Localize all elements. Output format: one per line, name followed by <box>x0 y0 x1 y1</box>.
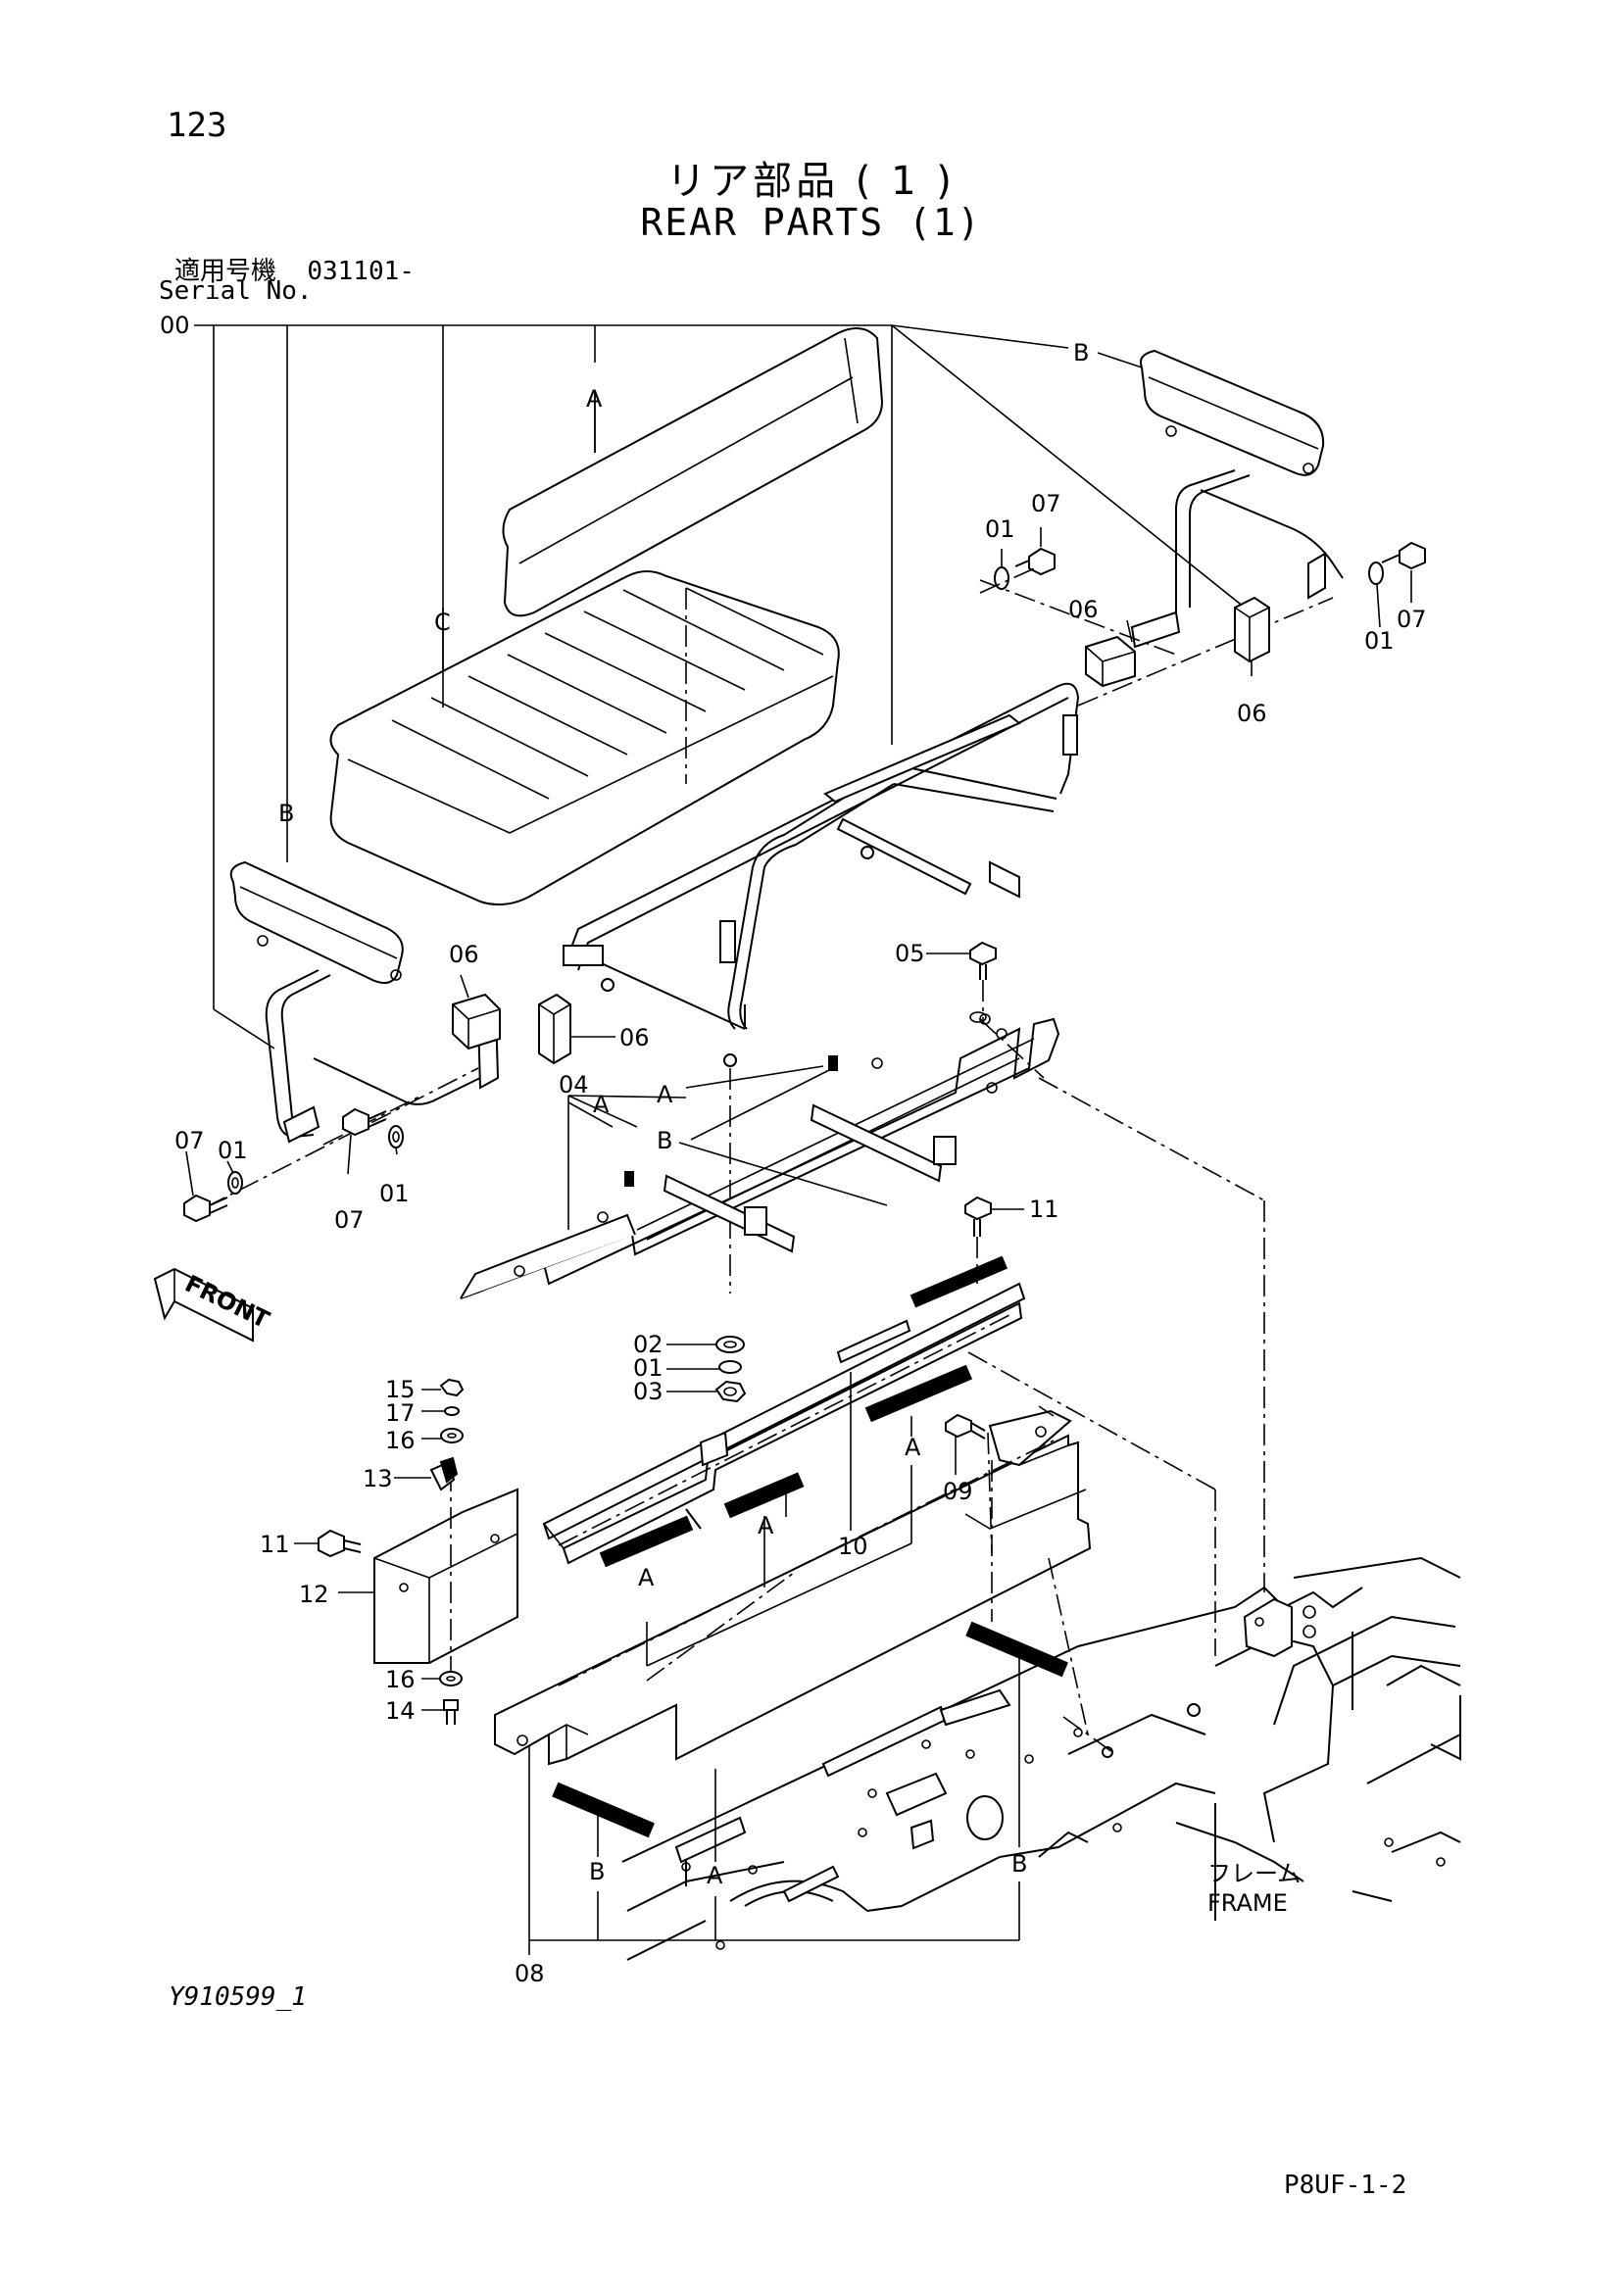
reference-letters: A B C B A A B A A A B A B <box>278 339 1089 1889</box>
serial-applicability: 適用号機 031101- <box>174 251 415 287</box>
callout-14: 14 <box>385 1697 416 1725</box>
rubber-block-right-b <box>1234 596 1270 663</box>
bolt-left-outer <box>183 1194 228 1223</box>
backrest-cushion <box>502 327 884 617</box>
callout-03: 03 <box>633 1378 664 1405</box>
screw-14 <box>443 1699 459 1725</box>
ref-letter-b: B <box>278 800 294 827</box>
callout-06-left-b: 06 <box>619 1024 650 1051</box>
rubber-block-right-a <box>1085 635 1136 688</box>
callout-01-right-inner: 01 <box>985 515 1015 543</box>
callout-01-left-inner: 01 <box>379 1180 410 1207</box>
frame-label-ja: フレーム <box>1207 1860 1301 1887</box>
ref-letter-a: A <box>593 1091 610 1118</box>
bracket-10 <box>542 1255 1026 1568</box>
nut-03 <box>714 1380 747 1403</box>
armrest-right <box>979 349 1344 707</box>
mounting-plate <box>460 1011 1060 1299</box>
callout-11-upper: 11 <box>1029 1196 1059 1223</box>
callout-09: 09 <box>943 1478 973 1505</box>
callout-leaders <box>185 352 1412 1955</box>
ref-letter-b: B <box>1073 339 1089 366</box>
page-code: P8UF-1-2 <box>1284 2171 1407 2200</box>
machine-frame <box>621 1405 1461 1961</box>
callout-02: 02 <box>633 1331 664 1358</box>
controller-box-12 <box>373 1470 518 1671</box>
callout-15: 15 <box>385 1376 416 1403</box>
bolt-09 <box>945 1413 986 1440</box>
bolt-right-outer <box>1381 541 1426 570</box>
rubber-block-left-b <box>538 993 571 1065</box>
callout-07-right-outer: 07 <box>1397 606 1427 633</box>
callout-07-left-inner: 07 <box>334 1206 365 1234</box>
title-english: REAR PARTS (1) <box>640 201 982 244</box>
callout-06-right-a: 06 <box>1068 596 1099 623</box>
callout-06-left-a: 06 <box>449 941 479 968</box>
ref-letter-a: A <box>758 1512 774 1539</box>
washer-right-inner <box>994 566 1009 590</box>
nut-15 <box>439 1378 465 1397</box>
washer-17 <box>444 1406 460 1416</box>
callout-05: 05 <box>895 940 925 967</box>
callout-11-lower: 11 <box>260 1531 290 1558</box>
washer-left-inner <box>388 1125 404 1148</box>
callout-08: 08 <box>515 1960 545 1987</box>
washer-right-outer <box>1368 562 1384 585</box>
callout-16-lower: 16 <box>385 1666 416 1693</box>
callout-01-left-outer: 01 <box>218 1137 248 1164</box>
clip-13 <box>429 1456 459 1491</box>
serial-label-en: Serial No. <box>159 276 313 306</box>
ref-letter-b: B <box>1011 1850 1027 1878</box>
ref-letter-a: A <box>657 1081 673 1108</box>
ref-letter-a: A <box>638 1564 655 1591</box>
bolt-11-lower <box>318 1529 362 1558</box>
lock-washer-01 <box>718 1360 742 1374</box>
callout-04: 04 <box>559 1071 589 1099</box>
frame-label-en: FRAME <box>1207 1889 1288 1917</box>
serial-label-ja: 適用号機 <box>174 257 277 286</box>
front-arrow-icon: FRONT <box>153 1267 274 1343</box>
tray-08 <box>494 1409 1092 1838</box>
seat-cushion <box>329 570 840 906</box>
callout-07-right-inner: 07 <box>1031 490 1061 517</box>
callout-01-right-outer: 01 <box>1364 627 1395 655</box>
ref-letter-b: B <box>589 1858 605 1885</box>
washer-02 <box>715 1336 745 1353</box>
bolt-05 <box>969 941 997 1024</box>
washer-16-lower <box>439 1671 463 1686</box>
ref-letter-a: A <box>586 385 603 413</box>
callout-16-upper: 16 <box>385 1427 416 1454</box>
page-number: 123 <box>167 106 227 145</box>
ref-letter-c: C <box>434 609 451 636</box>
ref-letter-a: A <box>905 1434 921 1461</box>
title-japanese: リア部品 ( 1 ) <box>666 159 956 204</box>
serial-range: 031101- <box>307 257 415 286</box>
callout-00: 00 <box>160 312 190 339</box>
washer-16-upper <box>440 1428 464 1443</box>
callout-07-left-outer: 07 <box>174 1127 205 1154</box>
rubber-block-left-a <box>452 993 501 1050</box>
callout-13: 13 <box>363 1465 393 1492</box>
callout-12: 12 <box>299 1581 329 1608</box>
ref-letter-a: A <box>707 1862 723 1889</box>
bolt-left-inner <box>342 1107 387 1137</box>
seat-frame <box>563 682 1080 1294</box>
washer-left-outer <box>227 1171 243 1195</box>
callout-labels: 00 01 07 06 06 01 07 06 06 05 01 07 07 0… <box>160 312 1427 1987</box>
callout-10: 10 <box>838 1533 868 1560</box>
routing-leaders <box>967 1018 1265 1753</box>
callout-06-right-b: 06 <box>1237 700 1267 727</box>
callout-01-center: 01 <box>633 1354 664 1382</box>
bolt-right-inner <box>1014 547 1056 576</box>
drawing-id: Y910599_1 <box>169 1982 307 2012</box>
frame-label: フレーム FRAME <box>1207 1860 1301 1917</box>
ref-letter-b: B <box>657 1127 672 1154</box>
callout-17: 17 <box>385 1399 416 1427</box>
